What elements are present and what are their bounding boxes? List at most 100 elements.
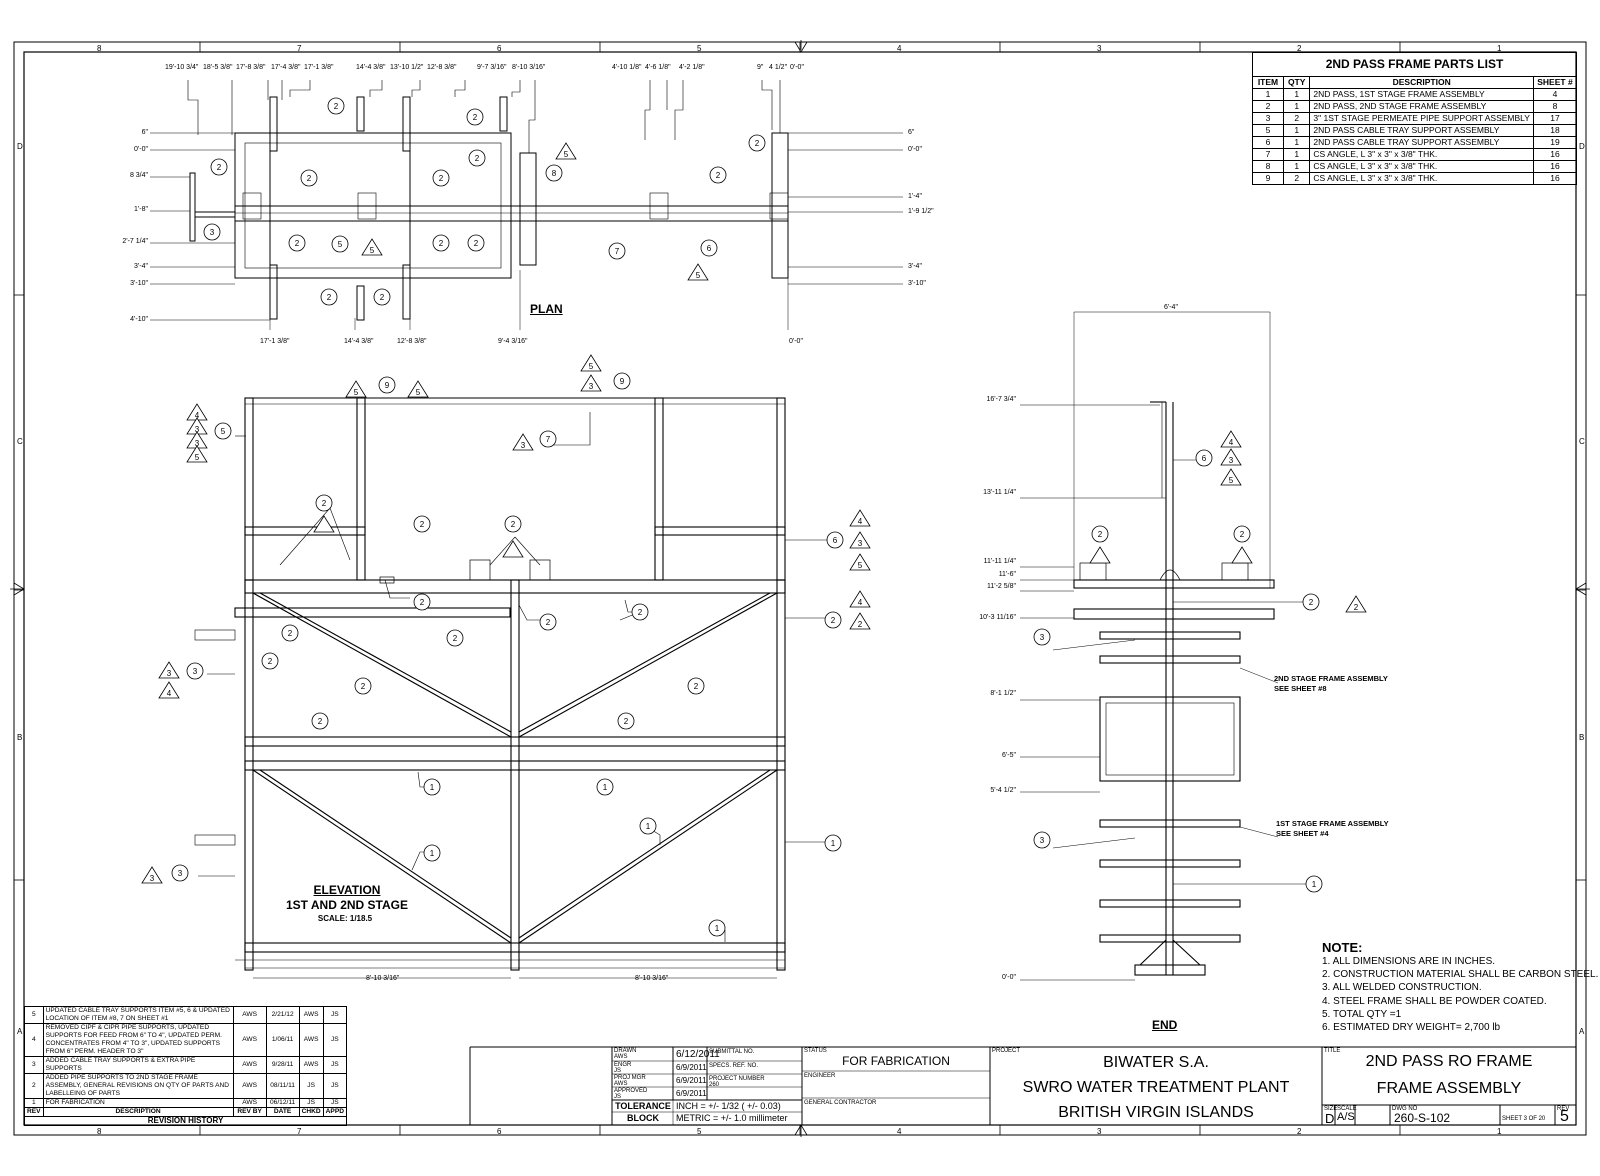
dimension-label: 4'-10" (130, 316, 148, 323)
callout-balloon (467, 234, 485, 252)
dimension-label: 1'-4" (908, 193, 922, 200)
dimension-label: 0'-0" (1002, 974, 1016, 981)
rev-appd: JS (322, 1023, 348, 1057)
dimension-label: 1'-8" (134, 206, 148, 213)
revision-delta-number: 5 (696, 271, 701, 280)
callout-balloon-number: 2 (638, 608, 643, 617)
revision-delta-number: 5 (564, 150, 569, 159)
grid-label: B (17, 733, 23, 742)
dimension-label: 9" (757, 64, 764, 71)
callout-balloon-number: 6 (707, 244, 712, 253)
callout-balloon-number: 3 (210, 228, 215, 237)
sheet-number: SHEET 3 OF 20 (1502, 1116, 1546, 1122)
callout-balloon-number: 2 (1098, 530, 1103, 539)
callout-balloon-number: 2 (1240, 530, 1245, 539)
tolerance-inch: INCH = +/- 1/32 ( +/- 0.03) (676, 1101, 781, 1111)
elevation-view-title: ELEVATION (313, 883, 381, 897)
title-line-1: 2ND PASS RO FRAME (1365, 1053, 1533, 1070)
size-value: D (1325, 1111, 1335, 1126)
callout-balloon (1302, 593, 1320, 611)
parts-list-title: 2ND PASS FRAME PARTS LIST (1252, 52, 1577, 76)
revision-delta-marker (580, 354, 602, 372)
callout-balloon (300, 169, 318, 187)
end-callout-stage1: 1ST STAGE FRAME ASSEMBLY SEE SHEET #4 (1276, 819, 1389, 839)
engineer-label: ENGINEER (804, 1073, 836, 1079)
callout-balloon (432, 169, 450, 187)
dimension-label: 6'-5" (1002, 752, 1016, 759)
callout-balloon-number: 3 (1040, 633, 1045, 642)
revision-delta-number: 3 (1229, 456, 1234, 465)
dimension-label: 17'-1 3/8" (260, 338, 290, 345)
callout-balloon-number: 2 (288, 629, 293, 638)
note-item: 4. STEEL FRAME SHALL BE POWDER COATED. (1322, 995, 1547, 1007)
revision-delta-number: 5 (370, 246, 375, 255)
project-line-3: BRITISH VIRGIN ISLANDS (1058, 1104, 1254, 1121)
revision-delta-marker (345, 380, 367, 398)
parts-qty: 2 (1282, 172, 1311, 185)
dimension-label: 8'-1 1/2" (990, 690, 1016, 697)
revision-delta-marker (313, 515, 335, 533)
revision-delta-marker (1231, 546, 1253, 564)
status-label: STATUS (804, 1048, 827, 1054)
general-notes: NOTE: 1. ALL DIMENSIONS ARE IN INCHES. 2… (1322, 940, 1598, 1034)
revision-delta-marker (1220, 448, 1242, 466)
revision-delta-marker (849, 590, 871, 608)
callout-balloon-number: 3 (1040, 836, 1045, 845)
engr-date: 6/9/2011 (676, 1063, 707, 1072)
callout-balloon-number: 7 (615, 247, 620, 256)
callout-balloon (432, 234, 450, 252)
grid-label: 1 (1497, 44, 1502, 53)
rev-by: AWS (232, 1073, 267, 1099)
callout-balloon-number: 9 (620, 377, 625, 386)
callout-balloon (468, 149, 486, 167)
dimension-label: 0'-0" (789, 338, 803, 345)
rev-value: 5 (1560, 1108, 1569, 1125)
callout-balloon (446, 629, 464, 647)
grid-label: 3 (1097, 1127, 1102, 1136)
dimension-label: 4 1/2" (769, 64, 788, 71)
parts-header-qty: QTY (1282, 76, 1311, 89)
callout-balloon (700, 239, 718, 257)
callout-balloon-number: 2 (217, 163, 222, 172)
callout-balloon (413, 593, 431, 611)
rev-appd: JS (322, 1056, 348, 1074)
revision-delta-number: 2 (1354, 603, 1359, 612)
callout-balloon (1033, 831, 1051, 849)
drawn-date: 6/12/2011 (676, 1049, 720, 1060)
dimension-label: 5'-4 1/2" (990, 787, 1016, 794)
dimension-label: 13'-10 1/2" (390, 64, 424, 71)
callout-balloon-number: 2 (420, 598, 425, 607)
specs-label: SPECS. REF. NO. (709, 1063, 759, 1069)
grid-label: 6 (497, 1127, 502, 1136)
callout-balloon (1233, 525, 1251, 543)
drawn-by: AWS (614, 1054, 628, 1060)
revision-delta-marker (555, 142, 577, 160)
revision-delta-marker (580, 374, 602, 392)
dwg-number: 260-S-102 (1394, 1111, 1451, 1125)
revision-delta-number: 3 (150, 874, 155, 883)
callout-balloon (378, 376, 396, 394)
revision-delta-number: 3 (521, 441, 526, 450)
callout-balloon (171, 864, 189, 882)
dimension-label: 3'-10" (130, 280, 148, 287)
revision-delta-marker (849, 531, 871, 549)
callout-balloon-number: 5 (221, 427, 226, 436)
end-callout-stage2: 2ND STAGE FRAME ASSEMBLY SEE SHEET #8 (1274, 674, 1388, 694)
revision-delta-marker (1345, 595, 1367, 613)
dimension-label: 8 3/4" (129, 172, 148, 179)
note-item: 6. ESTIMATED DRY WEIGHT= 2,700 lb (1322, 1022, 1501, 1034)
dwg-label: DWG NO (1392, 1106, 1418, 1112)
title-label: TITLE (1324, 1048, 1341, 1054)
grid-label: 3 (1097, 44, 1102, 53)
dimension-label: 11'-2 5/8" (987, 583, 1016, 590)
grid-label: C (17, 437, 23, 446)
dimension-label: 0'-0" (908, 146, 922, 153)
revision-delta-number: 5 (416, 388, 421, 397)
grid-label: 8 (97, 44, 102, 53)
grid-label: 4 (897, 44, 902, 53)
revision-delta-number: 4 (858, 517, 863, 526)
end-view-title: END (1152, 1018, 1178, 1032)
